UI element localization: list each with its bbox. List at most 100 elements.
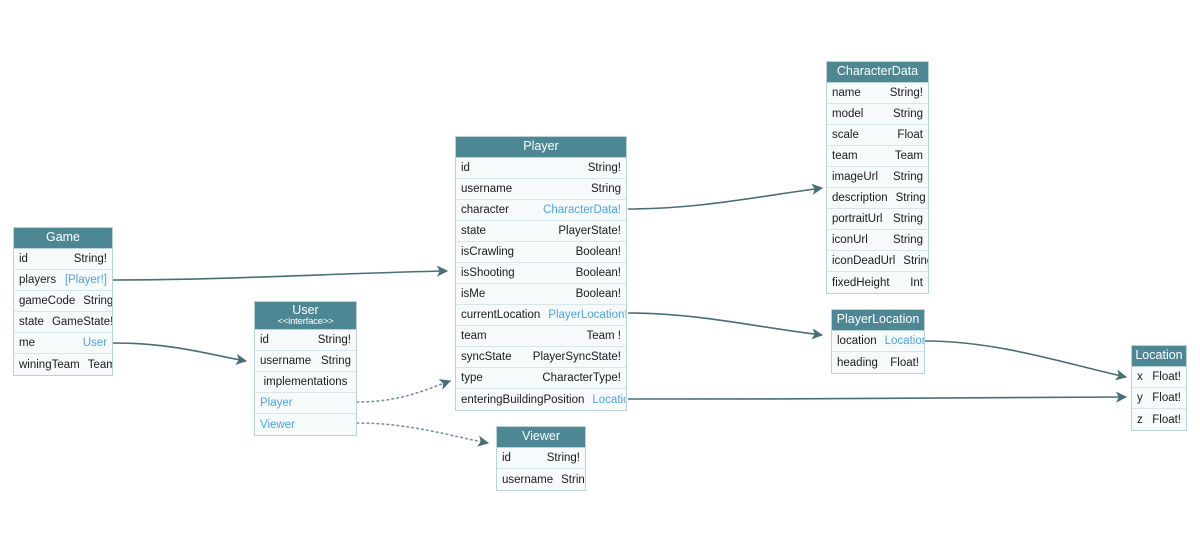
field-row[interactable]: id String! bbox=[497, 448, 585, 469]
edge-playerlocation-location-to-location bbox=[924, 340, 1128, 381]
field-row[interactable]: team Team ! bbox=[456, 326, 626, 347]
entity-playerlocation-title: PlayerLocation bbox=[832, 310, 924, 331]
entity-player[interactable]: Player id String! username String charac… bbox=[455, 136, 627, 411]
field-type: Boolean! bbox=[575, 288, 621, 300]
field-row[interactable]: team Team bbox=[827, 146, 928, 167]
field-name: id bbox=[461, 162, 470, 174]
field-row[interactable]: winingTeam Team bbox=[14, 354, 112, 375]
entity-user-stereotype: <<interface>> bbox=[277, 315, 334, 327]
field-row[interactable]: gameCode String! bbox=[14, 291, 112, 312]
field-name: character bbox=[461, 204, 509, 216]
field-row[interactable]: players [Player!] bbox=[14, 270, 112, 291]
field-row[interactable]: state PlayerState! bbox=[456, 221, 626, 242]
entity-player-title: Player bbox=[456, 137, 626, 158]
field-row[interactable]: currentLocation PlayerLocation! bbox=[456, 305, 626, 326]
field-row[interactable]: character CharacterData! bbox=[456, 200, 626, 221]
field-row[interactable]: x Float! bbox=[1132, 367, 1186, 388]
field-type: Boolean! bbox=[575, 246, 621, 258]
entity-characterdata[interactable]: CharacterData name String! model String … bbox=[826, 61, 929, 294]
field-type: Float! bbox=[890, 356, 919, 369]
implementation-name: Viewer bbox=[260, 418, 295, 431]
field-type: String! bbox=[73, 253, 107, 265]
field-row[interactable]: id String! bbox=[255, 330, 356, 351]
entity-viewer[interactable]: Viewer id String! username String bbox=[496, 426, 586, 491]
field-type: Team bbox=[894, 150, 923, 162]
field-row[interactable]: username String bbox=[456, 179, 626, 200]
field-row[interactable]: iconUrl String bbox=[827, 230, 928, 251]
field-row[interactable]: z Float! bbox=[1132, 409, 1186, 430]
field-name: type bbox=[461, 372, 483, 384]
field-row[interactable]: id String! bbox=[456, 158, 626, 179]
field-type: String bbox=[903, 255, 928, 267]
field-type: String bbox=[892, 108, 923, 120]
field-row[interactable]: scale Float bbox=[827, 125, 928, 146]
field-row[interactable]: fixedHeight Int bbox=[827, 272, 928, 293]
field-row[interactable]: syncState PlayerSyncState! bbox=[456, 347, 626, 368]
field-row[interactable]: description String bbox=[827, 188, 928, 209]
implementation-row[interactable]: Player bbox=[255, 393, 356, 414]
field-name: location bbox=[837, 335, 877, 347]
field-name: syncState bbox=[461, 351, 512, 363]
field-name: portraitUrl bbox=[832, 213, 883, 225]
entity-user-title: User <<interface>> bbox=[255, 302, 356, 330]
edge-game-players-to-player bbox=[112, 265, 449, 281]
field-name: team bbox=[461, 330, 487, 342]
implementations-label-row: implementations bbox=[255, 372, 356, 393]
field-row[interactable]: state GameState! bbox=[14, 312, 112, 333]
field-row[interactable]: location Location! bbox=[832, 331, 924, 352]
field-type: Float bbox=[897, 129, 923, 141]
field-name: heading bbox=[837, 356, 878, 369]
field-name: isShooting bbox=[461, 267, 515, 279]
field-type: Location! bbox=[884, 335, 924, 347]
entity-playerlocation[interactable]: PlayerLocation location Location! headin… bbox=[831, 309, 925, 374]
field-name: z bbox=[1137, 413, 1143, 426]
field-row[interactable]: iconDeadUrl String bbox=[827, 251, 928, 272]
field-row[interactable]: type CharacterType! bbox=[456, 368, 626, 389]
field-row[interactable]: isCrawling Boolean! bbox=[456, 242, 626, 263]
field-type: CharacterType! bbox=[542, 372, 621, 384]
field-name: x bbox=[1137, 371, 1143, 383]
field-row[interactable]: model String bbox=[827, 104, 928, 125]
field-name: username bbox=[461, 183, 513, 195]
field-row[interactable]: enteringBuildingPosition Location bbox=[456, 389, 626, 410]
entity-user[interactable]: User <<interface>> id String! username S… bbox=[254, 301, 357, 436]
field-row[interactable]: isMe Boolean! bbox=[456, 284, 626, 305]
field-type: [Player!] bbox=[64, 274, 107, 286]
edge-player-enteringbuildingposition-to-location bbox=[627, 391, 1128, 403]
field-type: Float! bbox=[1152, 371, 1181, 383]
field-name: id bbox=[260, 334, 269, 346]
field-row[interactable]: me User bbox=[14, 333, 112, 354]
field-type: String! bbox=[587, 162, 621, 174]
entity-game-title: Game bbox=[14, 228, 112, 249]
field-name: team bbox=[832, 150, 858, 162]
field-type: String bbox=[892, 213, 923, 225]
implementation-row[interactable]: Viewer bbox=[255, 414, 356, 435]
field-row[interactable]: username String bbox=[255, 351, 356, 372]
entity-game[interactable]: Game id String! players [Player!] gameCo… bbox=[13, 227, 113, 376]
field-row[interactable]: y Float! bbox=[1132, 388, 1186, 409]
field-name: iconUrl bbox=[832, 234, 868, 246]
field-row[interactable]: heading Float! bbox=[832, 352, 924, 373]
field-type: PlayerState! bbox=[558, 225, 621, 237]
field-name: iconDeadUrl bbox=[832, 255, 896, 267]
field-type: String bbox=[590, 183, 621, 195]
field-row[interactable]: username String bbox=[497, 469, 585, 490]
field-type: Float! bbox=[1152, 392, 1181, 404]
field-row[interactable]: imageUrl String bbox=[827, 167, 928, 188]
entity-viewer-title: Viewer bbox=[497, 427, 585, 448]
field-row[interactable]: id String! bbox=[14, 249, 112, 270]
field-name: scale bbox=[832, 129, 859, 141]
field-name: fixedHeight bbox=[832, 276, 890, 289]
field-name: state bbox=[19, 316, 44, 328]
field-row[interactable]: isShooting Boolean! bbox=[456, 263, 626, 284]
entity-location-title: Location bbox=[1132, 346, 1186, 367]
field-name: enteringBuildingPosition bbox=[461, 393, 585, 406]
field-type: String bbox=[892, 171, 923, 183]
field-row[interactable]: name String! bbox=[827, 83, 928, 104]
field-type: Float! bbox=[1152, 413, 1181, 426]
edge-user-viewer-implementation bbox=[356, 422, 490, 447]
field-name: username bbox=[260, 355, 312, 367]
field-row[interactable]: portraitUrl String bbox=[827, 209, 928, 230]
entity-location[interactable]: Location x Float! y Float! z Float! bbox=[1131, 345, 1187, 431]
edge-player-currentlocation-to-playerlocation bbox=[627, 312, 824, 340]
